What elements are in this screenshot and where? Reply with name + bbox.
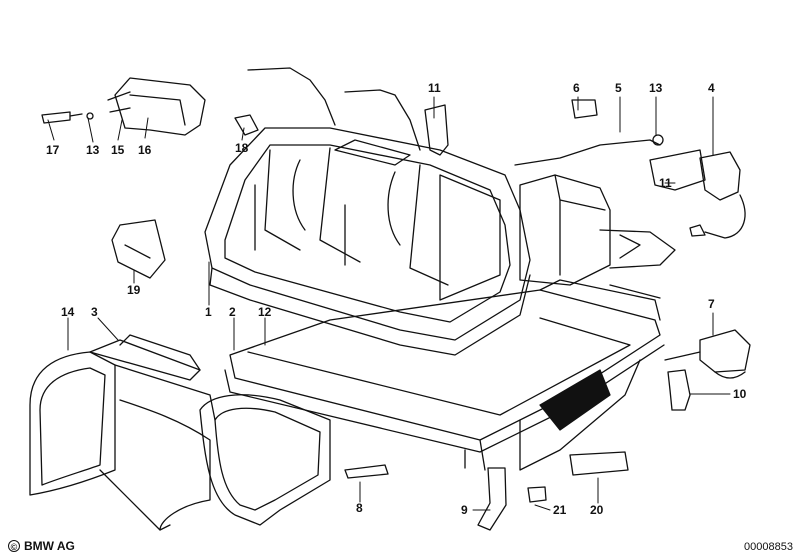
callout-5: 5 [615,81,622,95]
callout-12: 12 [258,305,272,319]
callout-16: 16 [138,143,152,157]
document-number: 00008853 [744,541,793,553]
lower-tray [224,279,665,471]
air-duct [519,174,676,286]
callout-7: 7 [708,297,715,311]
leader-lines [47,96,731,511]
callout-8: 8 [356,501,363,515]
callout-14: 14 [61,305,75,319]
callout-19: 19 [127,283,141,297]
blower-covers [29,334,331,531]
callout-4: 4 [708,81,715,95]
brand-name: BMW AG [24,539,75,553]
callout-10: 10 [733,387,747,401]
callout-2: 2 [229,305,236,319]
callout-11a: 11 [428,81,441,95]
callout-13b: 13 [86,143,100,157]
small-components [41,67,751,531]
callout-17: 17 [46,143,60,157]
callout-3: 3 [91,305,98,319]
callout-15: 15 [111,143,125,157]
callout-18: 18 [235,141,249,155]
copyright-icon: © [8,540,20,552]
callout-20: 20 [590,503,604,517]
callout-9: 9 [461,503,468,517]
callout-21: 21 [553,503,567,517]
callout-13a: 13 [649,81,663,95]
callout-11b: 11 [659,176,672,190]
brand-mark: © BMW AG [8,539,75,553]
callout-1: 1 [205,305,212,319]
heater-housing [204,127,531,356]
callout-6: 6 [573,81,580,95]
